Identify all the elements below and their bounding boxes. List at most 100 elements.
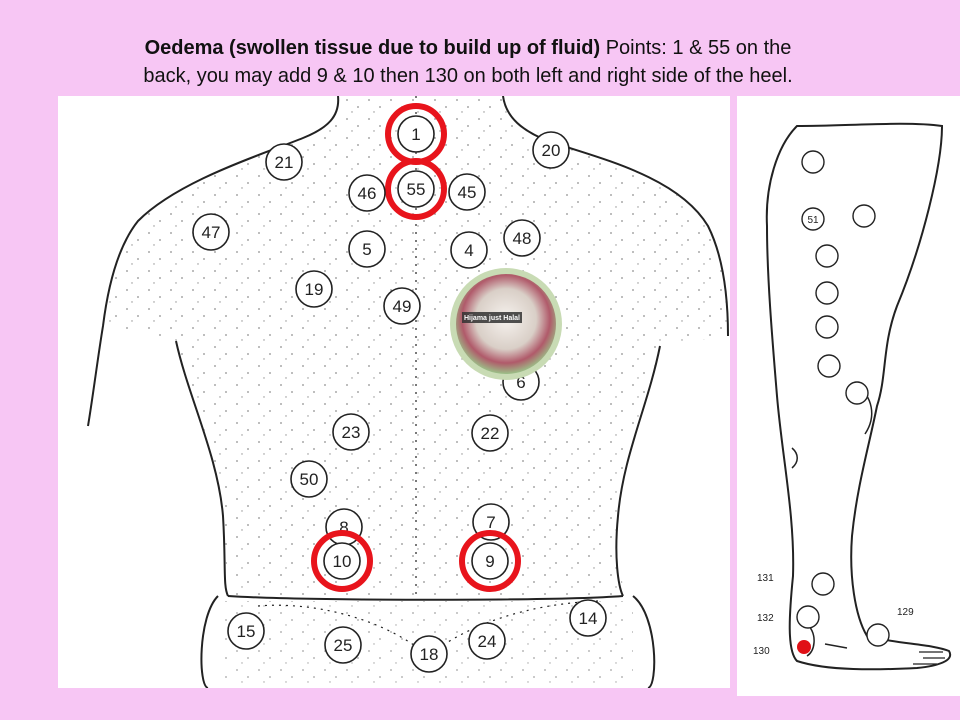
back-point-24: 24 [468,622,506,660]
leg-point-6 [817,354,841,378]
back-point-25: 25 [324,626,362,664]
leg-label-130: 130 [753,646,770,657]
point-label: 4 [464,241,473,260]
leg-label-132: 132 [757,613,774,624]
point-circle [324,626,362,664]
point-label: 21 [275,153,294,172]
leg-point-5 [815,315,839,339]
point-circle [471,414,509,452]
point-circle [295,270,333,308]
waist-outline [200,595,656,688]
point-label: 15 [237,622,256,641]
leg-point-label: 51 [807,215,819,226]
point-130-dot [797,640,811,654]
back-stipple [103,96,728,596]
point-label: 55 [407,180,426,199]
back-point-19: 19 [295,270,333,308]
leg-point-circle [815,315,839,339]
leg-point-0 [801,150,825,174]
point-circle [290,460,328,498]
point-label: 45 [458,183,477,202]
back-point-18: 18 [410,635,448,673]
point-circle [472,503,510,541]
point-label: 24 [478,632,497,651]
leg-outline [765,122,952,671]
point-label: 14 [579,609,598,628]
leg-point-4 [815,281,839,305]
point-label: 50 [300,470,319,489]
point-circle [397,115,435,153]
point-circle [383,287,421,325]
leg-diagram: 51 131 132 130 129 [753,122,952,671]
leg-label-131: 131 [757,573,774,584]
leg-point-7 [845,381,869,405]
point-label: 22 [481,424,500,443]
point-circle [332,413,370,451]
back-point-7: 7 [472,503,510,541]
calf-mark [791,447,798,469]
point-circle [569,599,607,637]
point-circle [227,612,265,650]
back-point-55: 55 [385,158,447,220]
leg-point-circle [852,204,876,228]
point-circle [448,173,486,211]
point-circle [471,542,509,580]
back-point-14: 14 [569,599,607,637]
title-line2: back, you may add 9 & 10 then 130 on bot… [143,65,793,87]
leg-point-2 [852,204,876,228]
highlight-ring [385,158,447,220]
ankle-line [806,625,848,657]
point-label: 19 [305,280,324,299]
back-point-47: 47 [192,213,230,251]
highlight-ring [311,530,373,592]
back-point-5: 5 [348,230,386,268]
point-circle [348,230,386,268]
point-label: 8 [339,518,348,537]
point-circle [410,635,448,673]
leg-points-group: 51 [796,150,890,647]
back-point-22: 22 [471,414,509,452]
highlight-ring [459,530,521,592]
point-label: 20 [542,141,561,160]
leg-point-circle [817,354,841,378]
page-title: Oedema (swollen tissue due to build up o… [18,34,918,90]
back-point-21: 21 [265,143,303,181]
point-circle [503,219,541,257]
point-circle [397,170,435,208]
leg-point-circle [815,281,839,305]
leg-point-circle [811,572,835,596]
point-circle [192,213,230,251]
leg-point-circle [866,623,890,647]
point-label: 25 [334,636,353,655]
point-circle [265,143,303,181]
back-point-50: 50 [290,460,328,498]
back-point-9: 9 [459,530,521,592]
leg-point-circle [845,381,869,405]
point-label: 47 [202,223,221,242]
leg-point-10 [866,623,890,647]
point-label: 10 [333,552,352,571]
point-label: 49 [393,297,412,316]
leg-label-129: 129 [897,607,914,618]
leg-point-3 [815,244,839,268]
hijama-logo: Hijama just Halal [450,268,562,380]
back-point-49: 49 [383,287,421,325]
point-circle [532,131,570,169]
point-label: 5 [362,240,371,259]
leg-point-circle [815,244,839,268]
back-point-23: 23 [332,413,370,451]
back-point-10: 10 [311,530,373,592]
point-label: 48 [513,229,532,248]
back-point-48: 48 [503,219,541,257]
back-point-4: 4 [450,231,488,269]
leg-point-circle [801,207,825,231]
leg-diagram-panel: 51 131 132 130 129 [737,96,960,696]
point-circle [468,622,506,660]
point-label: 1 [411,125,420,144]
point-label: 23 [342,423,361,442]
leg-point-circle [801,150,825,174]
title-bold: Oedema (swollen tissue due to build up o… [144,37,601,59]
